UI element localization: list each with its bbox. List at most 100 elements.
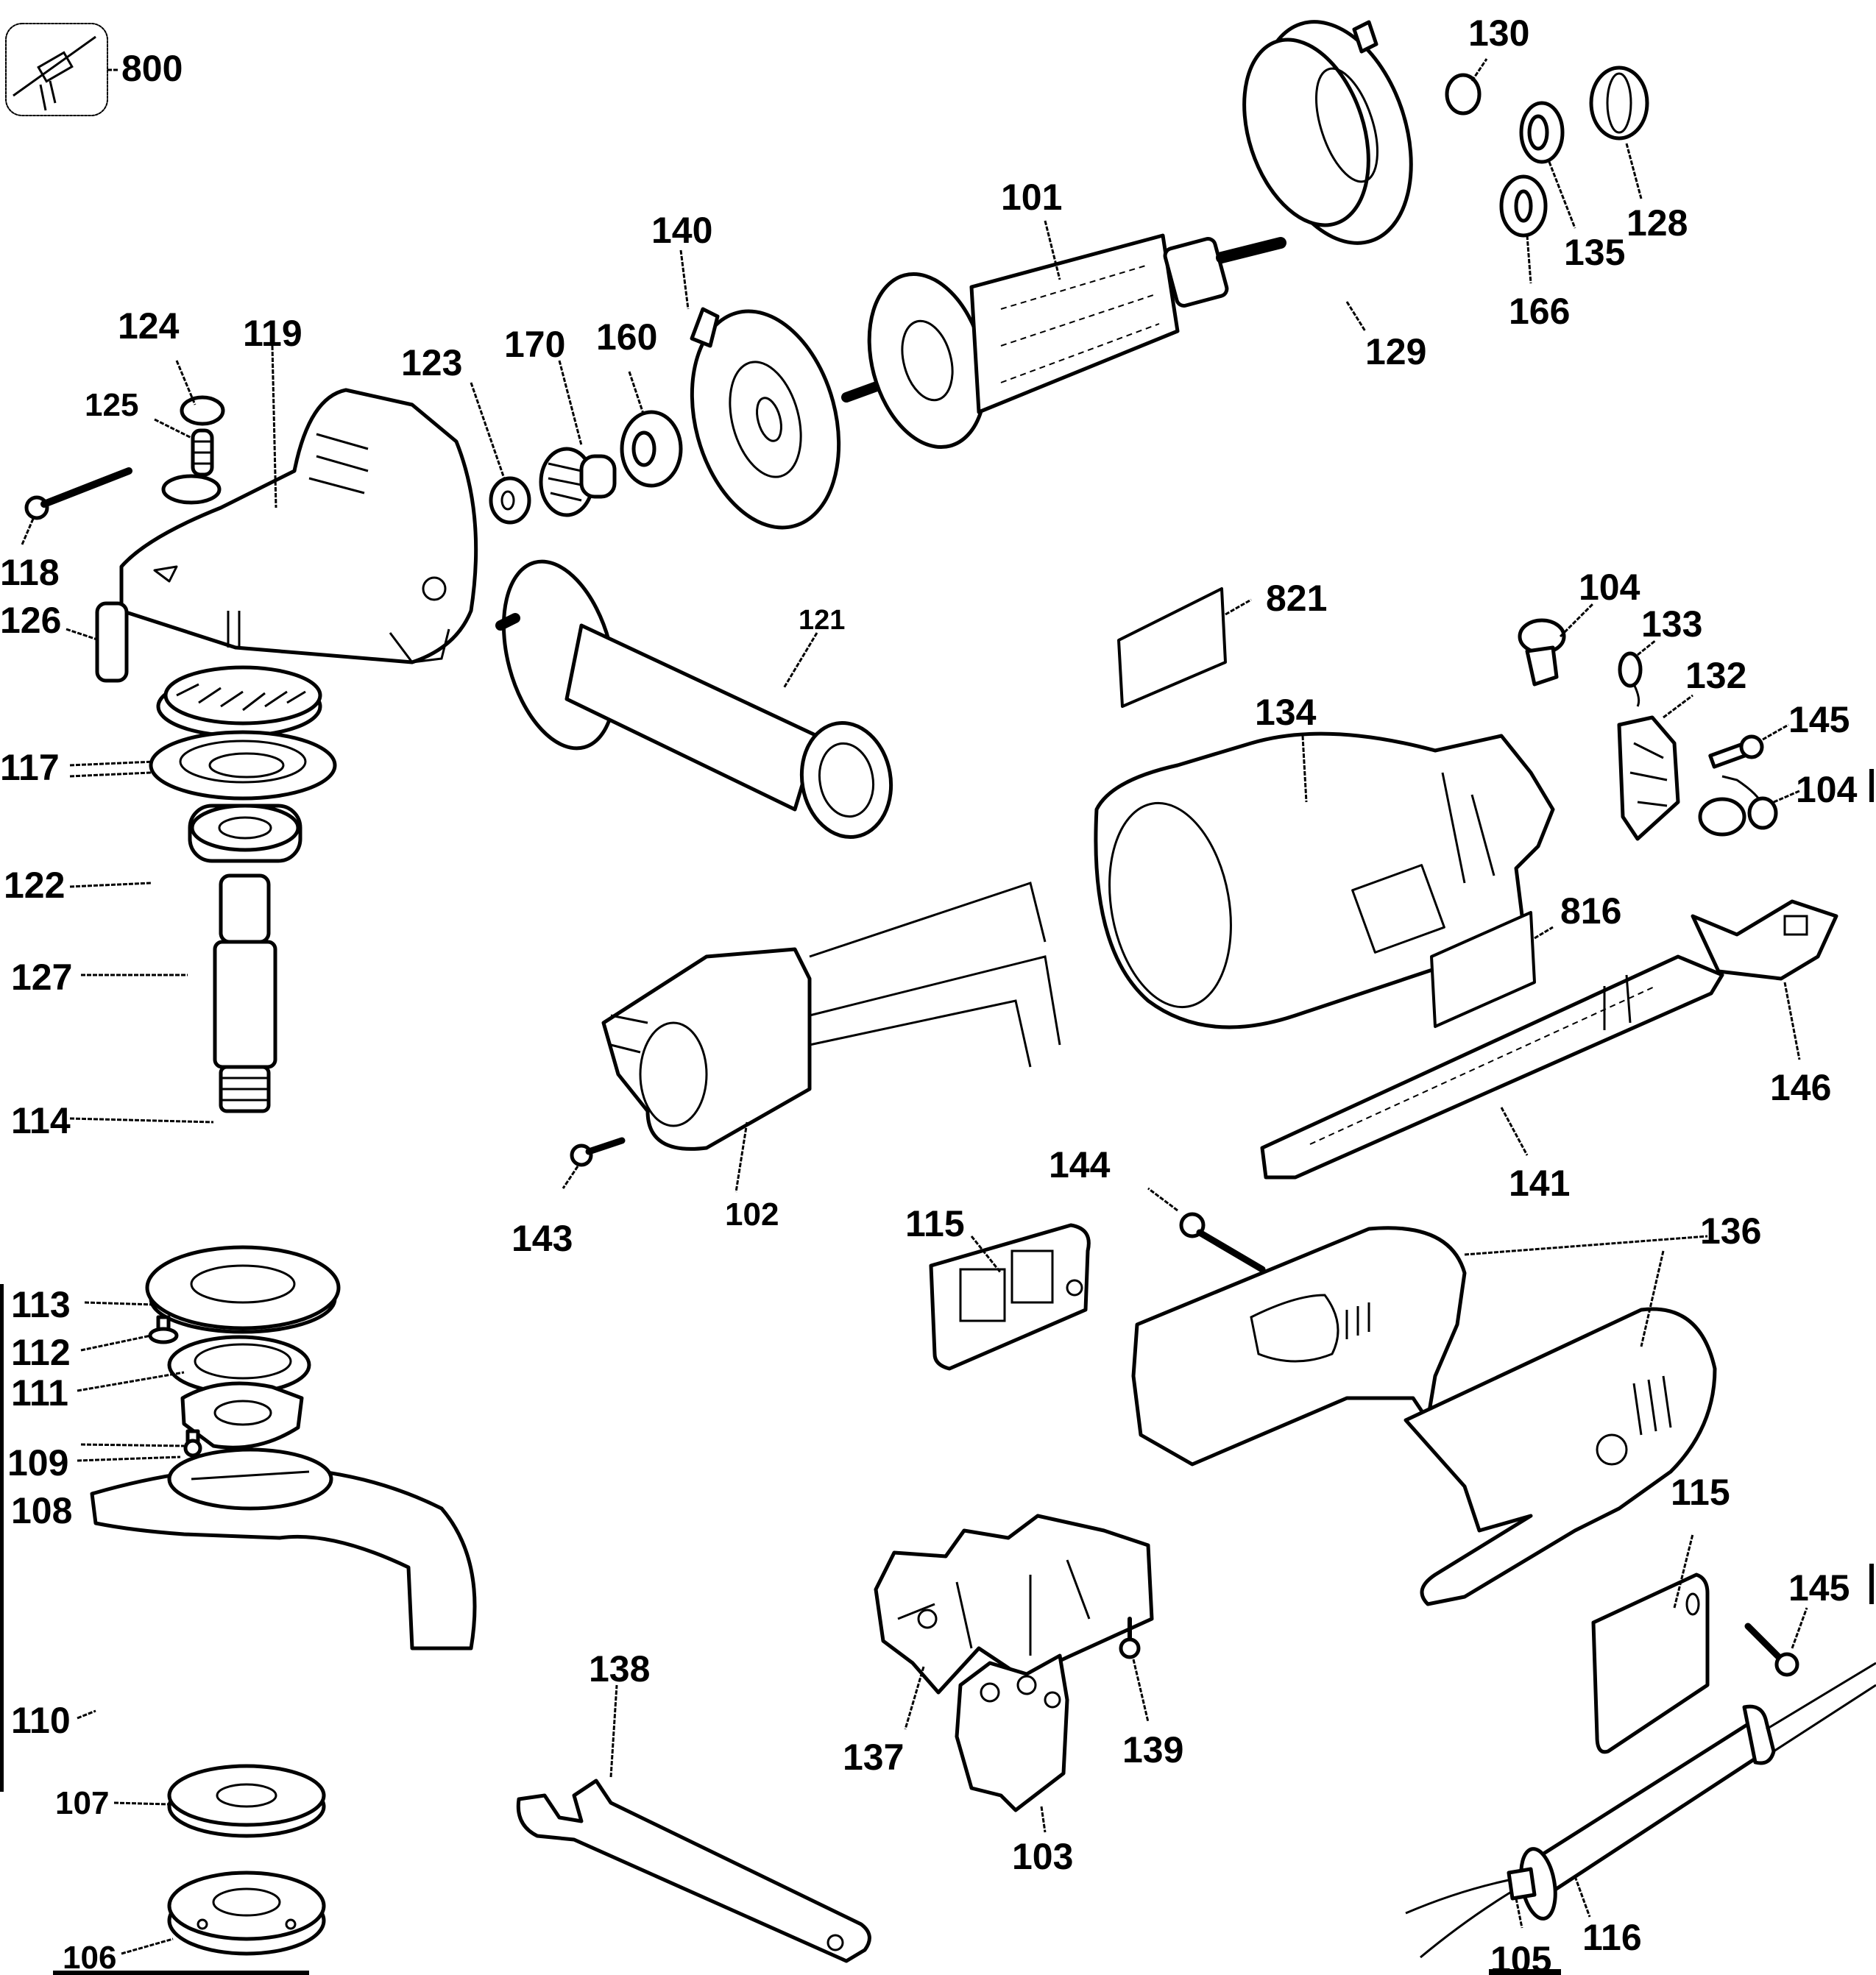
- label-107: 107: [55, 1785, 109, 1821]
- label-821: 821: [1266, 578, 1327, 619]
- part-118-screw: [24, 467, 132, 520]
- bar-mark-104: [1869, 769, 1874, 802]
- label-145-lower: 145: [1788, 1567, 1850, 1609]
- label-137: 137: [843, 1737, 904, 1778]
- part-166-washer: [1499, 174, 1548, 238]
- part-145-screw-upper: [1708, 734, 1764, 769]
- label-135: 135: [1564, 232, 1625, 273]
- label-112: 112: [11, 1332, 71, 1373]
- label-132: 132: [1685, 655, 1746, 696]
- part-114-spindle: [213, 873, 277, 1113]
- label-129: 129: [1365, 331, 1426, 372]
- part-144-screw: [1179, 1212, 1266, 1273]
- part-108-screw: [183, 1429, 202, 1458]
- label-116: 116: [1582, 1917, 1642, 1958]
- label-127: 127: [11, 957, 72, 998]
- label-121: 121: [799, 605, 845, 636]
- part-115-switch-cover-left: [929, 1223, 1091, 1371]
- label-800: 800: [121, 48, 183, 89]
- underline-105: [1489, 1969, 1561, 1975]
- label-139: 139: [1122, 1729, 1183, 1770]
- bracket-bar-left: [0, 1284, 4, 1792]
- label-101: 101: [1001, 177, 1062, 218]
- part-130-bearing-cap: [1445, 73, 1482, 116]
- label-170: 170: [504, 324, 565, 365]
- part-129-end-bracket: [1242, 20, 1413, 245]
- label-110: 110: [11, 1700, 71, 1741]
- part-170-pinion: [539, 447, 617, 517]
- part-102-field: [601, 882, 1061, 1151]
- part-138-spanner-wrench: [516, 1779, 871, 1963]
- part-107-inner-flange: [167, 1764, 326, 1838]
- part-135-ball-bearing: [1519, 101, 1565, 164]
- label-146: 146: [1770, 1067, 1831, 1108]
- part-104-brush-upper: [1518, 618, 1566, 687]
- part-125-spring: [191, 428, 214, 477]
- part-122-bearing-retainer: [149, 730, 337, 801]
- label-126: 126: [0, 600, 61, 641]
- part-119-gear-case: [119, 388, 478, 664]
- part-128-ring: [1589, 65, 1649, 141]
- label-103: 103: [1012, 1836, 1073, 1877]
- label-145-upper: 145: [1788, 699, 1850, 740]
- part-121-side-handle: [495, 559, 893, 840]
- part-140-baffle: [690, 307, 841, 530]
- part-105-cord-protector: [1405, 1847, 1557, 1959]
- label-115-left: 115: [905, 1203, 965, 1244]
- part-141-switch-rod: [1260, 954, 1724, 1180]
- label-166: 166: [1509, 291, 1570, 332]
- part-115-switch-cover-right: [1591, 1572, 1710, 1754]
- label-133: 133: [1641, 603, 1702, 645]
- part-126-spindle-lock-pin: [95, 601, 129, 683]
- label-102: 102: [725, 1196, 779, 1233]
- label-113: 113: [11, 1284, 71, 1325]
- part-113-bearing-housing: [145, 1245, 341, 1334]
- bar-mark-145: [1869, 1564, 1874, 1604]
- part-104-brush-lower: [1698, 775, 1778, 837]
- label-104-lower: 104: [1796, 769, 1858, 810]
- label-109: 109: [7, 1442, 68, 1483]
- part-109-guard-clamp: [180, 1381, 304, 1450]
- part-800-kit-inset: [5, 23, 108, 116]
- label-104-upper: 104: [1579, 567, 1640, 608]
- underline-106: [53, 1971, 309, 1975]
- part-821-label: [1117, 587, 1227, 708]
- label-124: 124: [118, 305, 180, 347]
- part-136-handle-halves: [1131, 1226, 1717, 1606]
- part-110-wheel-guard: [90, 1447, 477, 1650]
- part-137-switch: [874, 1514, 1154, 1695]
- part-139-screw: [1119, 1617, 1141, 1659]
- part-143-screw: [570, 1137, 626, 1167]
- label-115-right: 115: [1671, 1472, 1730, 1513]
- label-125: 125: [85, 387, 138, 423]
- label-117: 117: [0, 747, 60, 788]
- label-141: 141: [1509, 1163, 1570, 1204]
- label-130: 130: [1468, 13, 1529, 54]
- part-127-ball-bearing: [188, 804, 302, 863]
- part-124-o-ring: [180, 395, 225, 426]
- label-123: 123: [401, 342, 462, 383]
- label-111: 111: [11, 1372, 68, 1414]
- label-122: 122: [4, 865, 65, 906]
- label-134: 134: [1255, 692, 1317, 733]
- label-114: 114: [11, 1100, 71, 1141]
- label-105: 105: [1490, 1939, 1551, 1975]
- part-101-armature: [841, 233, 1286, 450]
- part-816-label: [1430, 911, 1536, 1028]
- part-160-bearing: [620, 410, 683, 488]
- part-103-terminal-block: [955, 1653, 1069, 1812]
- label-136: 136: [1700, 1210, 1761, 1252]
- label-144: 144: [1049, 1144, 1111, 1185]
- label-118: 118: [0, 552, 60, 593]
- label-816: 816: [1560, 890, 1621, 932]
- part-123-nut: [489, 476, 531, 525]
- part-117-spiral-bevel-gear: [156, 665, 322, 738]
- label-140: 140: [651, 210, 712, 251]
- label-138: 138: [589, 1648, 650, 1689]
- part-145-screw-lower: [1744, 1623, 1799, 1677]
- part-132-brush-holder: [1617, 715, 1680, 841]
- label-119: 119: [243, 313, 302, 354]
- label-128: 128: [1627, 202, 1688, 244]
- label-108: 108: [11, 1490, 72, 1531]
